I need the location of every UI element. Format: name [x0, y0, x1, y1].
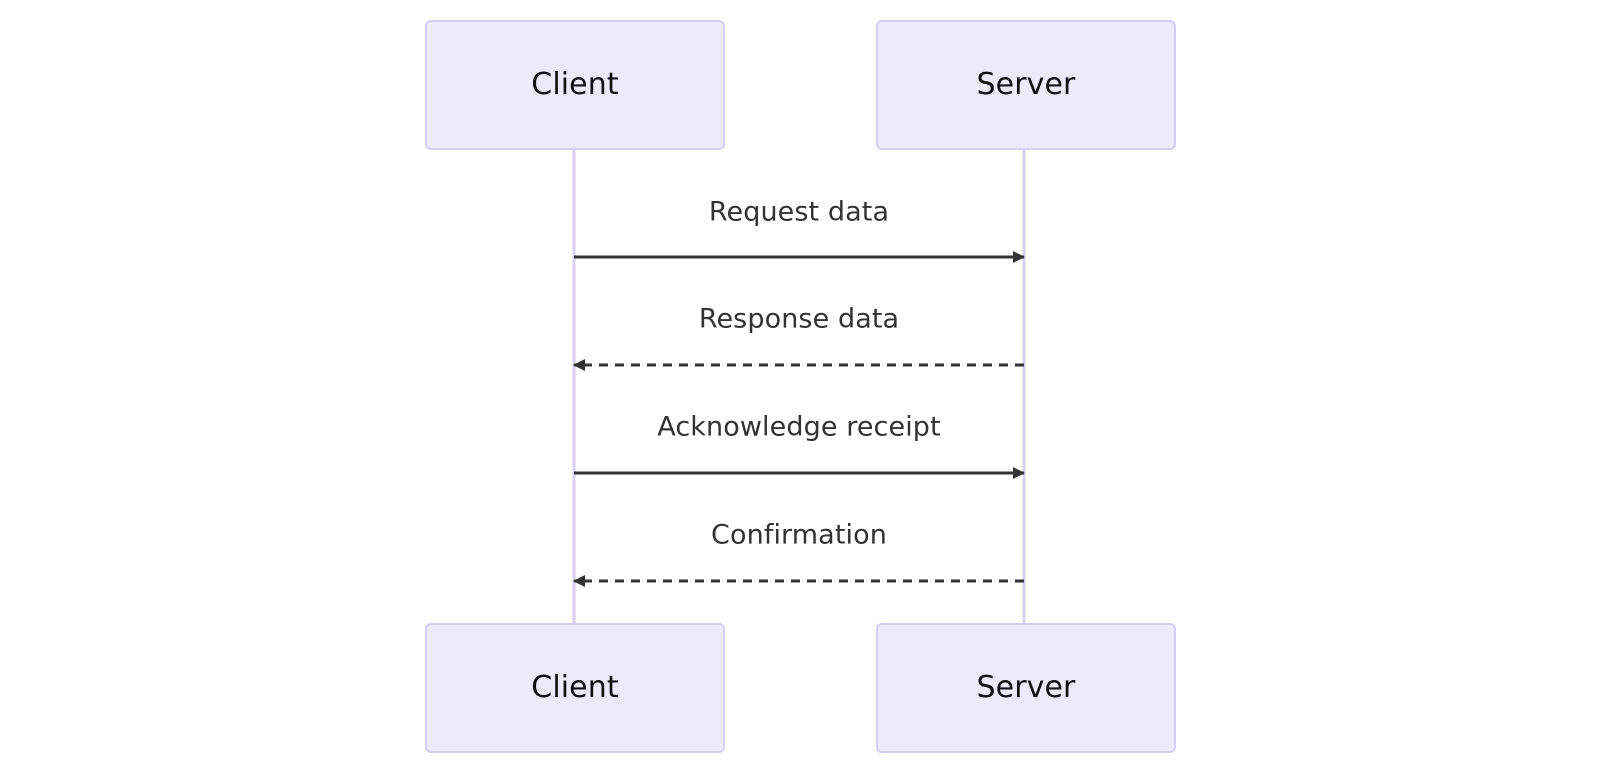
message-label-4: Confirmation	[711, 519, 887, 551]
participant-box-client-bottom[interactable]: Client	[425, 623, 725, 753]
message-arrows-group	[573, 251, 1025, 587]
lifelines-group	[572, 150, 1026, 623]
message-label-3: Acknowledge receipt	[657, 411, 941, 443]
participant-box-server-bottom[interactable]: Server	[876, 623, 1176, 753]
message-label-2: Response data	[698, 303, 900, 335]
participant-box-client[interactable]: Client	[425, 20, 725, 150]
participant-box-server[interactable]: Server	[876, 20, 1176, 150]
message-label-1: Request data	[708, 196, 890, 228]
participant-label-client-bottom: Client	[531, 670, 619, 705]
participant-label-server-bottom: Server	[976, 670, 1076, 705]
participant-label-client: Client	[531, 67, 619, 102]
participant-label-server: Server	[976, 67, 1076, 102]
